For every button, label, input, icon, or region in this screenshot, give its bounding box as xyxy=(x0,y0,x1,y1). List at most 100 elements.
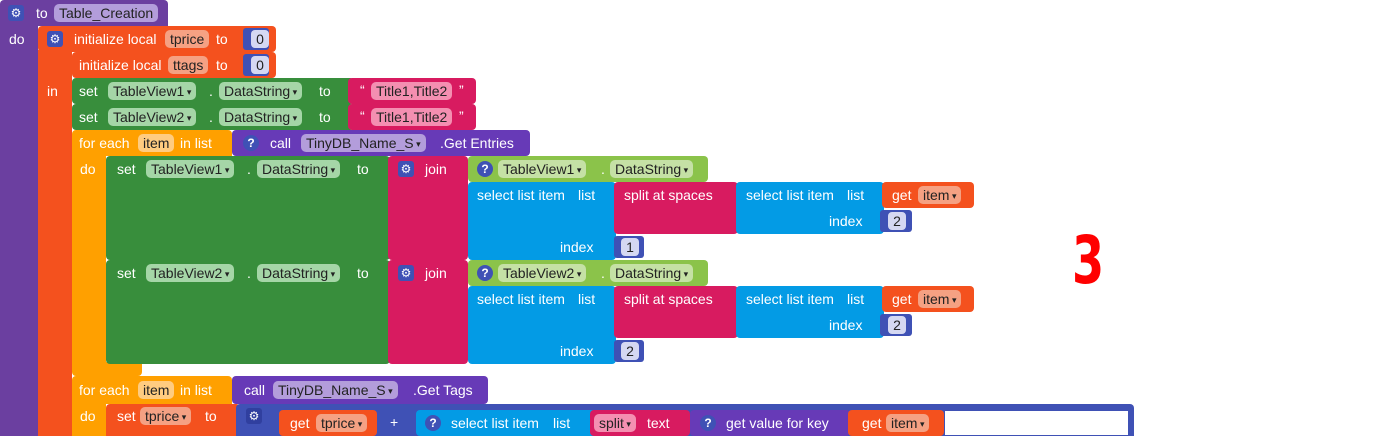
select-list-item-block[interactable] xyxy=(468,182,616,260)
number-value[interactable]: 2 xyxy=(621,342,639,360)
index-keyword: index xyxy=(829,317,863,333)
get-keyword: get xyxy=(862,415,882,431)
procedure-name-field[interactable]: Table_Creation xyxy=(54,4,159,22)
call-keyword: call xyxy=(270,135,292,151)
property-dropdown[interactable]: DataString xyxy=(610,264,694,282)
gear-icon[interactable]: ⚙ xyxy=(398,265,414,281)
in-list-keyword: in list xyxy=(180,135,212,151)
property-dropdown[interactable]: DataString xyxy=(610,160,694,178)
split-at-spaces-block[interactable] xyxy=(614,182,738,234)
empty-input-socket[interactable] xyxy=(944,410,1129,436)
text-value[interactable]: Title1,Title2 xyxy=(371,108,453,126)
set-var-dropdown[interactable]: tprice xyxy=(140,407,192,425)
split-at-spaces-label: split at spaces xyxy=(624,187,713,203)
for-each-do-keyword: do xyxy=(80,161,96,177)
method-get-entries: .Get Entries xyxy=(440,135,514,151)
number-value[interactable]: 2 xyxy=(888,212,906,230)
initialize-to-keyword: to xyxy=(216,31,228,47)
for-each-body-bar xyxy=(72,154,106,366)
quote-open: “ xyxy=(360,108,365,124)
select-list-item-label: select list item xyxy=(451,415,539,431)
split-at-spaces-label: split at spaces xyxy=(624,291,713,307)
component-dropdown[interactable]: TableView1 xyxy=(108,82,197,100)
for-each-keyword: for each xyxy=(79,135,130,151)
initialize-local-tprice-block[interactable] xyxy=(38,26,276,52)
index-keyword: index xyxy=(560,239,594,255)
gear-icon[interactable]: ⚙ xyxy=(8,5,24,21)
tinydb-component-dropdown[interactable]: TinyDB_Name_S xyxy=(301,134,426,152)
gear-icon[interactable]: ⚙ xyxy=(398,161,414,177)
get-keyword: get xyxy=(892,187,912,203)
get-value-for-key-block[interactable] xyxy=(690,410,850,436)
get-var-dropdown[interactable]: tprice xyxy=(316,414,368,432)
dot-separator: . xyxy=(601,161,605,177)
text-value[interactable]: Title1,Title2 xyxy=(371,82,453,100)
index-keyword: index xyxy=(829,213,863,229)
initialize-local-body xyxy=(38,50,72,436)
procedure-to-keyword: to xyxy=(36,5,48,21)
number-value[interactable]: 0 xyxy=(251,56,269,74)
get-value-for-key-label: get value for key xyxy=(726,415,829,431)
call-keyword: call xyxy=(244,382,266,398)
property-dropdown[interactable]: DataString xyxy=(219,82,303,100)
select-list-item-label: select list item xyxy=(477,291,565,307)
for-each-keyword: for each xyxy=(79,382,130,398)
get-keyword: get xyxy=(290,415,310,431)
in-list-keyword: in list xyxy=(180,382,212,398)
number-value[interactable]: 2 xyxy=(888,316,906,334)
initialize-to-keyword: to xyxy=(216,57,228,73)
component-dropdown[interactable]: TableView1 xyxy=(498,160,587,178)
split-dropdown[interactable]: split xyxy=(594,414,636,432)
dot-separator: . xyxy=(601,265,605,281)
get-var-dropdown[interactable]: item xyxy=(918,290,962,308)
get-var-dropdown[interactable]: item xyxy=(886,414,930,432)
dot-separator: . xyxy=(209,83,213,99)
list-keyword: list xyxy=(553,415,571,431)
set-keyword: set xyxy=(79,109,98,125)
set-keyword: set xyxy=(117,265,136,281)
loop-var-item[interactable]: item xyxy=(138,381,175,399)
number-value[interactable]: 0 xyxy=(251,30,269,48)
list-keyword: list xyxy=(578,187,596,203)
help-icon[interactable]: ? xyxy=(243,135,259,151)
initialize-in-keyword: in xyxy=(47,83,58,99)
list-keyword: list xyxy=(847,291,865,307)
local-var-name-ttags[interactable]: ttags xyxy=(168,56,209,74)
component-dropdown[interactable]: TableView2 xyxy=(146,264,235,282)
list-keyword: list xyxy=(847,187,865,203)
component-dropdown[interactable]: TableView2 xyxy=(498,264,587,282)
inner-select-list-item-block[interactable] xyxy=(736,286,884,338)
local-var-name-tprice[interactable]: tprice xyxy=(165,30,210,48)
join-keyword: join xyxy=(425,161,447,177)
list-keyword: list xyxy=(578,291,596,307)
for-each-do-keyword: do xyxy=(80,408,96,424)
inner-select-list-item-block[interactable] xyxy=(736,182,884,234)
loop-var-item[interactable]: item xyxy=(138,134,175,152)
property-dropdown[interactable]: DataString xyxy=(257,264,341,282)
help-icon[interactable]: ? xyxy=(700,415,716,431)
set-keyword: set xyxy=(79,83,98,99)
component-dropdown[interactable]: TableView2 xyxy=(108,108,197,126)
set-to-keyword: to xyxy=(205,408,217,424)
select-list-item-block[interactable] xyxy=(468,286,616,364)
split-at-spaces-block[interactable] xyxy=(614,286,738,338)
gear-icon[interactable]: ⚙ xyxy=(47,31,63,47)
gear-icon[interactable]: ⚙ xyxy=(246,408,262,424)
select-list-item-block[interactable] xyxy=(416,410,596,436)
quote-open: “ xyxy=(360,82,365,98)
tinydb-component-dropdown[interactable]: TinyDB_Name_S xyxy=(273,381,398,399)
set-to-keyword: to xyxy=(357,265,369,281)
property-dropdown[interactable]: DataString xyxy=(257,160,341,178)
get-var-dropdown[interactable]: item xyxy=(918,186,962,204)
component-dropdown[interactable]: TableView1 xyxy=(146,160,235,178)
select-list-item-label: select list item xyxy=(746,187,834,203)
help-icon[interactable]: ? xyxy=(425,415,441,431)
number-value[interactable]: 1 xyxy=(621,238,639,256)
method-get-tags: .Get Tags xyxy=(413,382,473,398)
dot-separator: . xyxy=(247,265,251,281)
for-each-body-bar xyxy=(72,402,106,436)
annotation-number: 3 xyxy=(1072,222,1105,299)
help-icon[interactable]: ? xyxy=(477,161,493,177)
property-dropdown[interactable]: DataString xyxy=(219,108,303,126)
help-icon[interactable]: ? xyxy=(477,265,493,281)
